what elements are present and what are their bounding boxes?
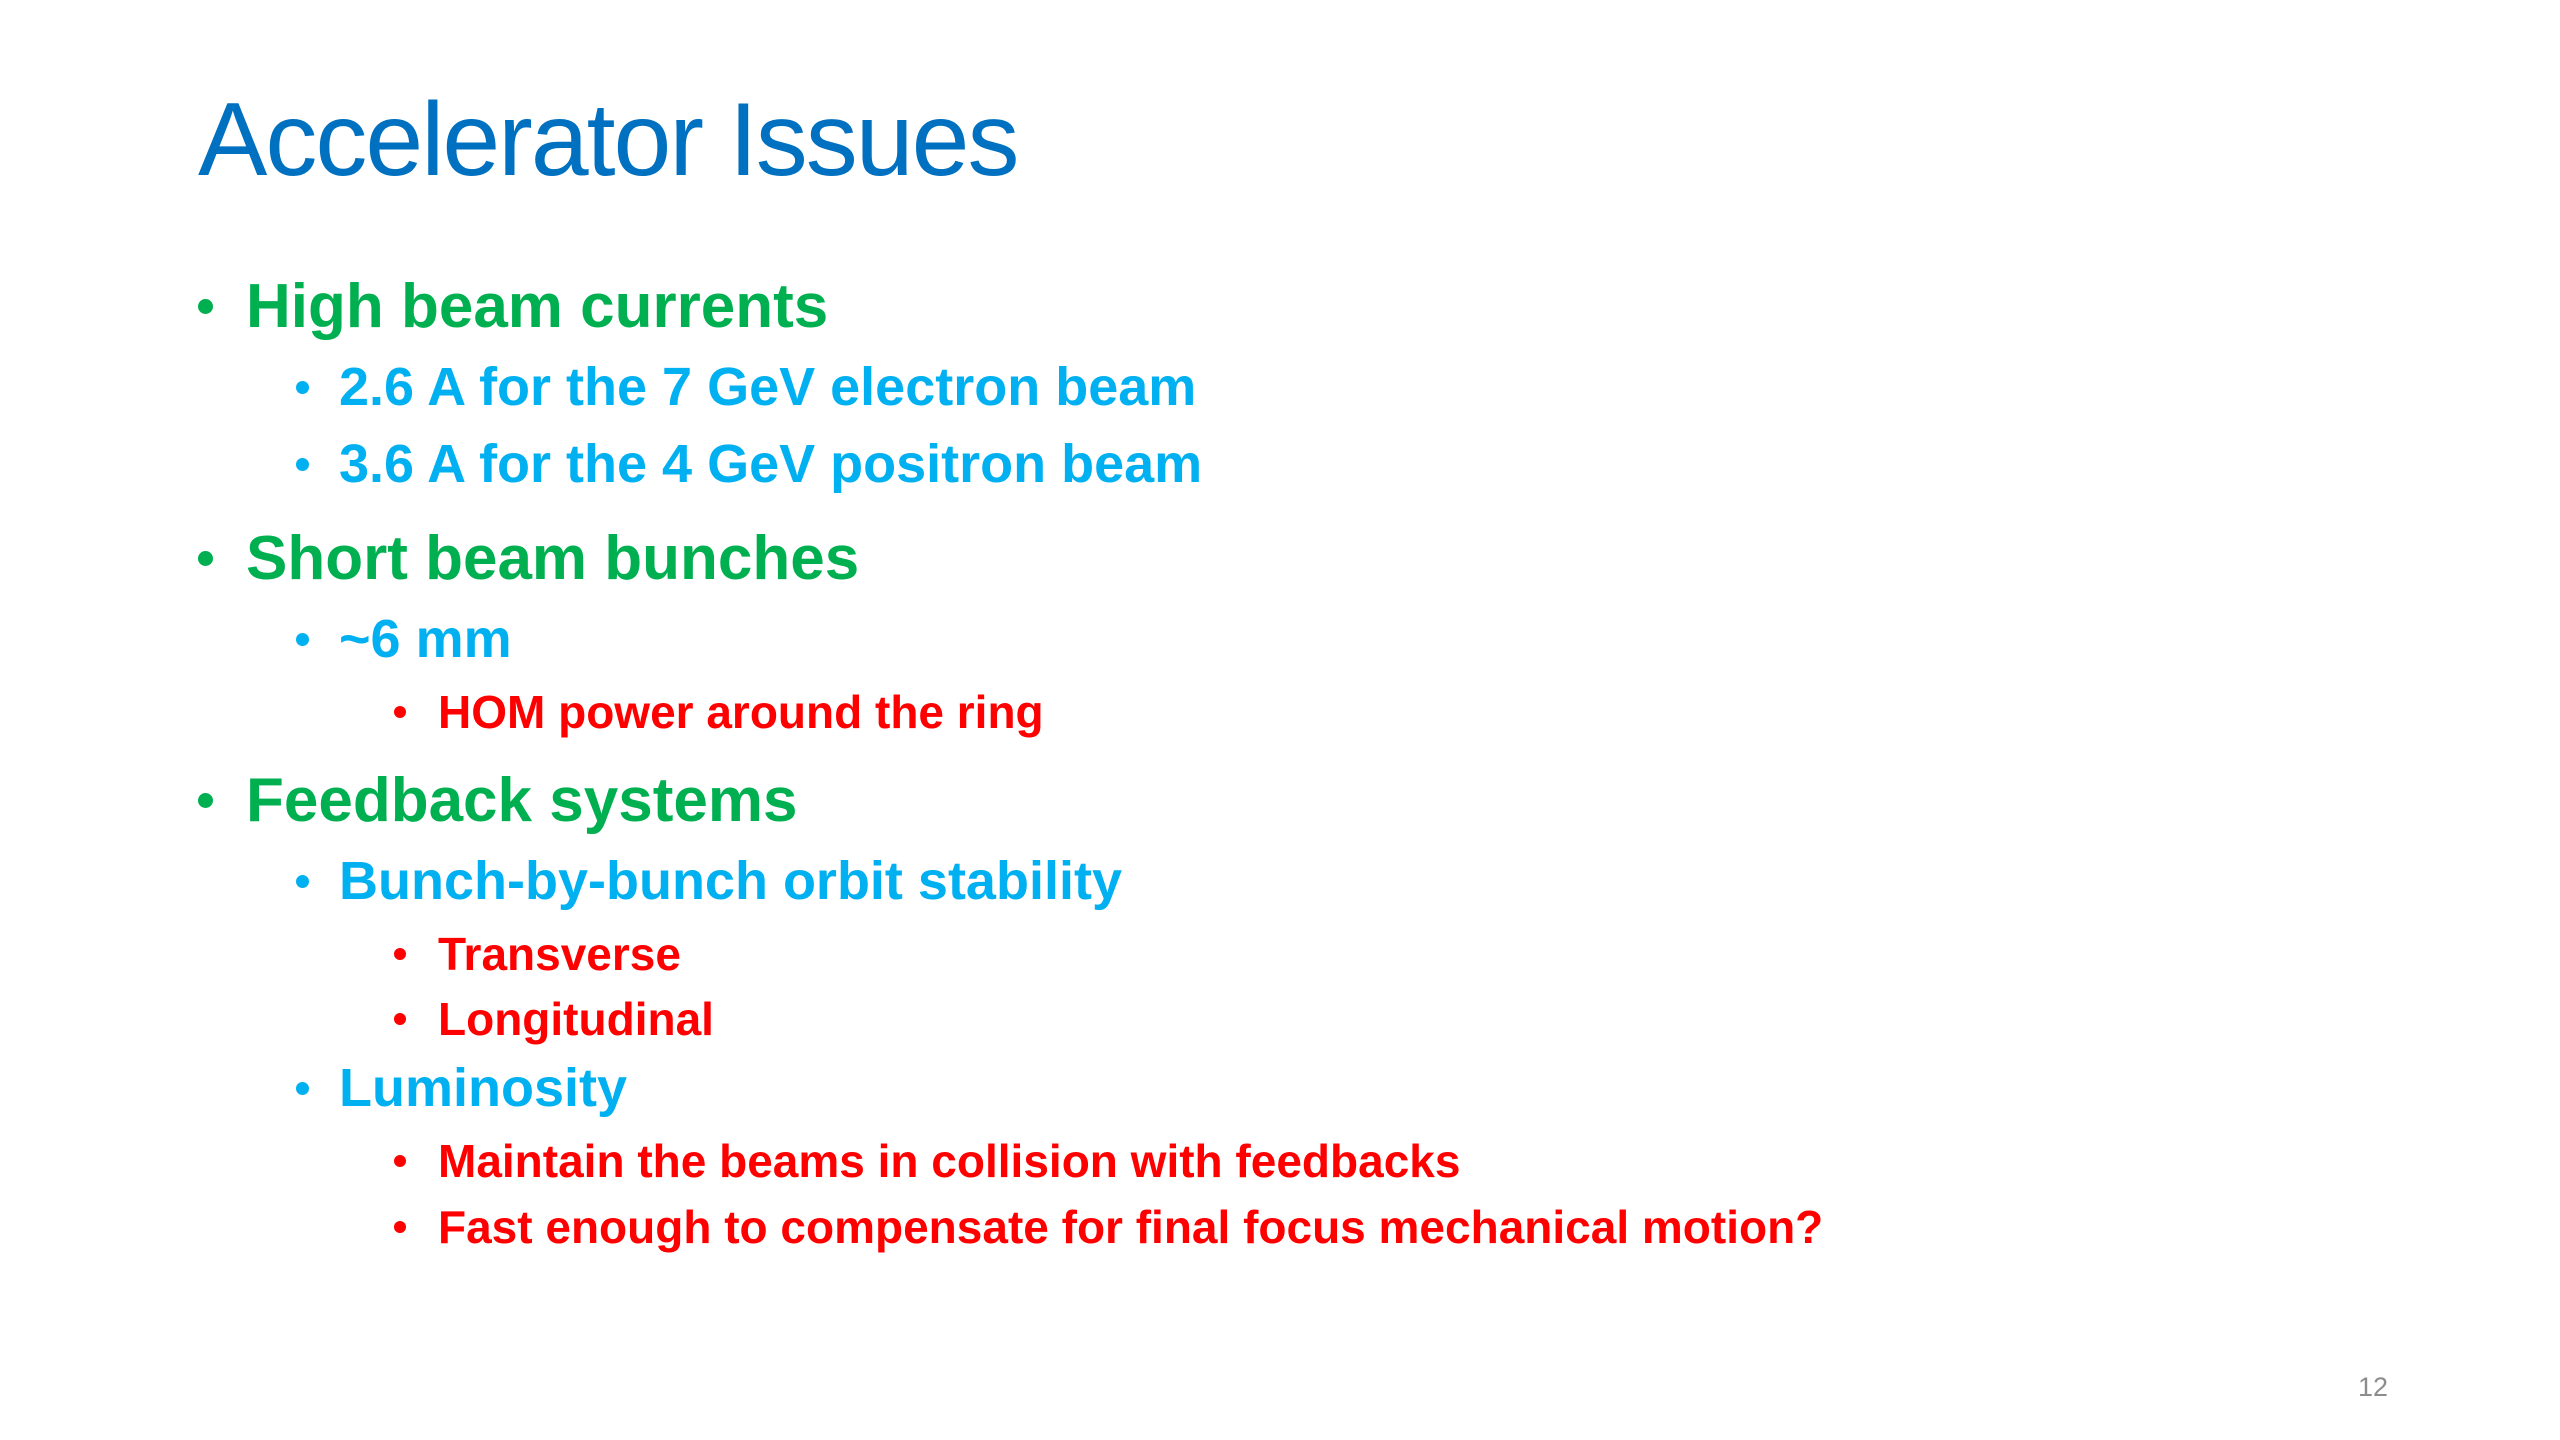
- bullet-dot-icon: [296, 874, 309, 888]
- bullet-dot-icon: [296, 632, 309, 646]
- bullet-transverse: Transverse: [394, 923, 681, 985]
- bullet-dot-icon: [394, 706, 406, 718]
- bullet-dot-icon: [394, 1013, 406, 1025]
- page-number: 12: [2357, 1372, 2388, 1402]
- bullet-text: Transverse: [438, 928, 681, 980]
- bullet-short-beam-bunches: Short beam bunches: [198, 518, 859, 598]
- bullet-dot-icon: [198, 550, 213, 566]
- bullet-text: Short beam bunches: [246, 523, 860, 593]
- bullet-text: Maintain the beams in collision with fee…: [438, 1135, 1461, 1187]
- bullet-text: High beam currents: [246, 271, 829, 341]
- bullet-dot-icon: [394, 1221, 406, 1233]
- bullet-dot-icon: [296, 380, 309, 394]
- bullet-electron-beam: 2.6 A for the 7 GeV electron beam: [296, 351, 1196, 423]
- bullet-dot-icon: [296, 1081, 309, 1095]
- bullet-longitudinal: Longitudinal: [394, 988, 714, 1050]
- bullet-text: Luminosity: [339, 1058, 628, 1118]
- bullet-high-beam-currents: High beam currents: [198, 266, 828, 346]
- bullet-dot-icon: [198, 792, 213, 808]
- bullet-text: ~6 mm: [339, 609, 512, 669]
- bullet-dot-icon: [394, 1155, 406, 1167]
- bullet-bunch-length: ~6 mm: [296, 603, 512, 675]
- bullet-text: Longitudinal: [438, 993, 714, 1045]
- bullet-dot-icon: [198, 298, 213, 314]
- slide-title: Accelerator Issues: [198, 82, 1019, 198]
- bullet-text: HOM power around the ring: [438, 686, 1044, 738]
- bullet-feedback-systems: Feedback systems: [198, 760, 797, 840]
- bullet-final-focus-motion: Fast enough to compensate for final focu…: [394, 1196, 1823, 1258]
- bullet-hom-power: HOM power around the ring: [394, 681, 1044, 743]
- bullet-dot-icon: [394, 948, 406, 960]
- bullet-orbit-stability: Bunch-by-bunch orbit stability: [296, 845, 1122, 917]
- bullet-luminosity: Luminosity: [296, 1052, 627, 1124]
- bullet-text: Fast enough to compensate for final focu…: [438, 1201, 1824, 1253]
- bullet-positron-beam: 3.6 A for the 4 GeV positron beam: [296, 428, 1202, 500]
- bullet-maintain-collision: Maintain the beams in collision with fee…: [394, 1130, 1460, 1192]
- bullet-dot-icon: [296, 457, 309, 471]
- bullet-text: Bunch-by-bunch orbit stability: [339, 851, 1122, 911]
- bullet-text: Feedback systems: [246, 765, 798, 835]
- bullet-text: 3.6 A for the 4 GeV positron beam: [339, 434, 1203, 494]
- bullet-text: 2.6 A for the 7 GeV electron beam: [339, 357, 1197, 417]
